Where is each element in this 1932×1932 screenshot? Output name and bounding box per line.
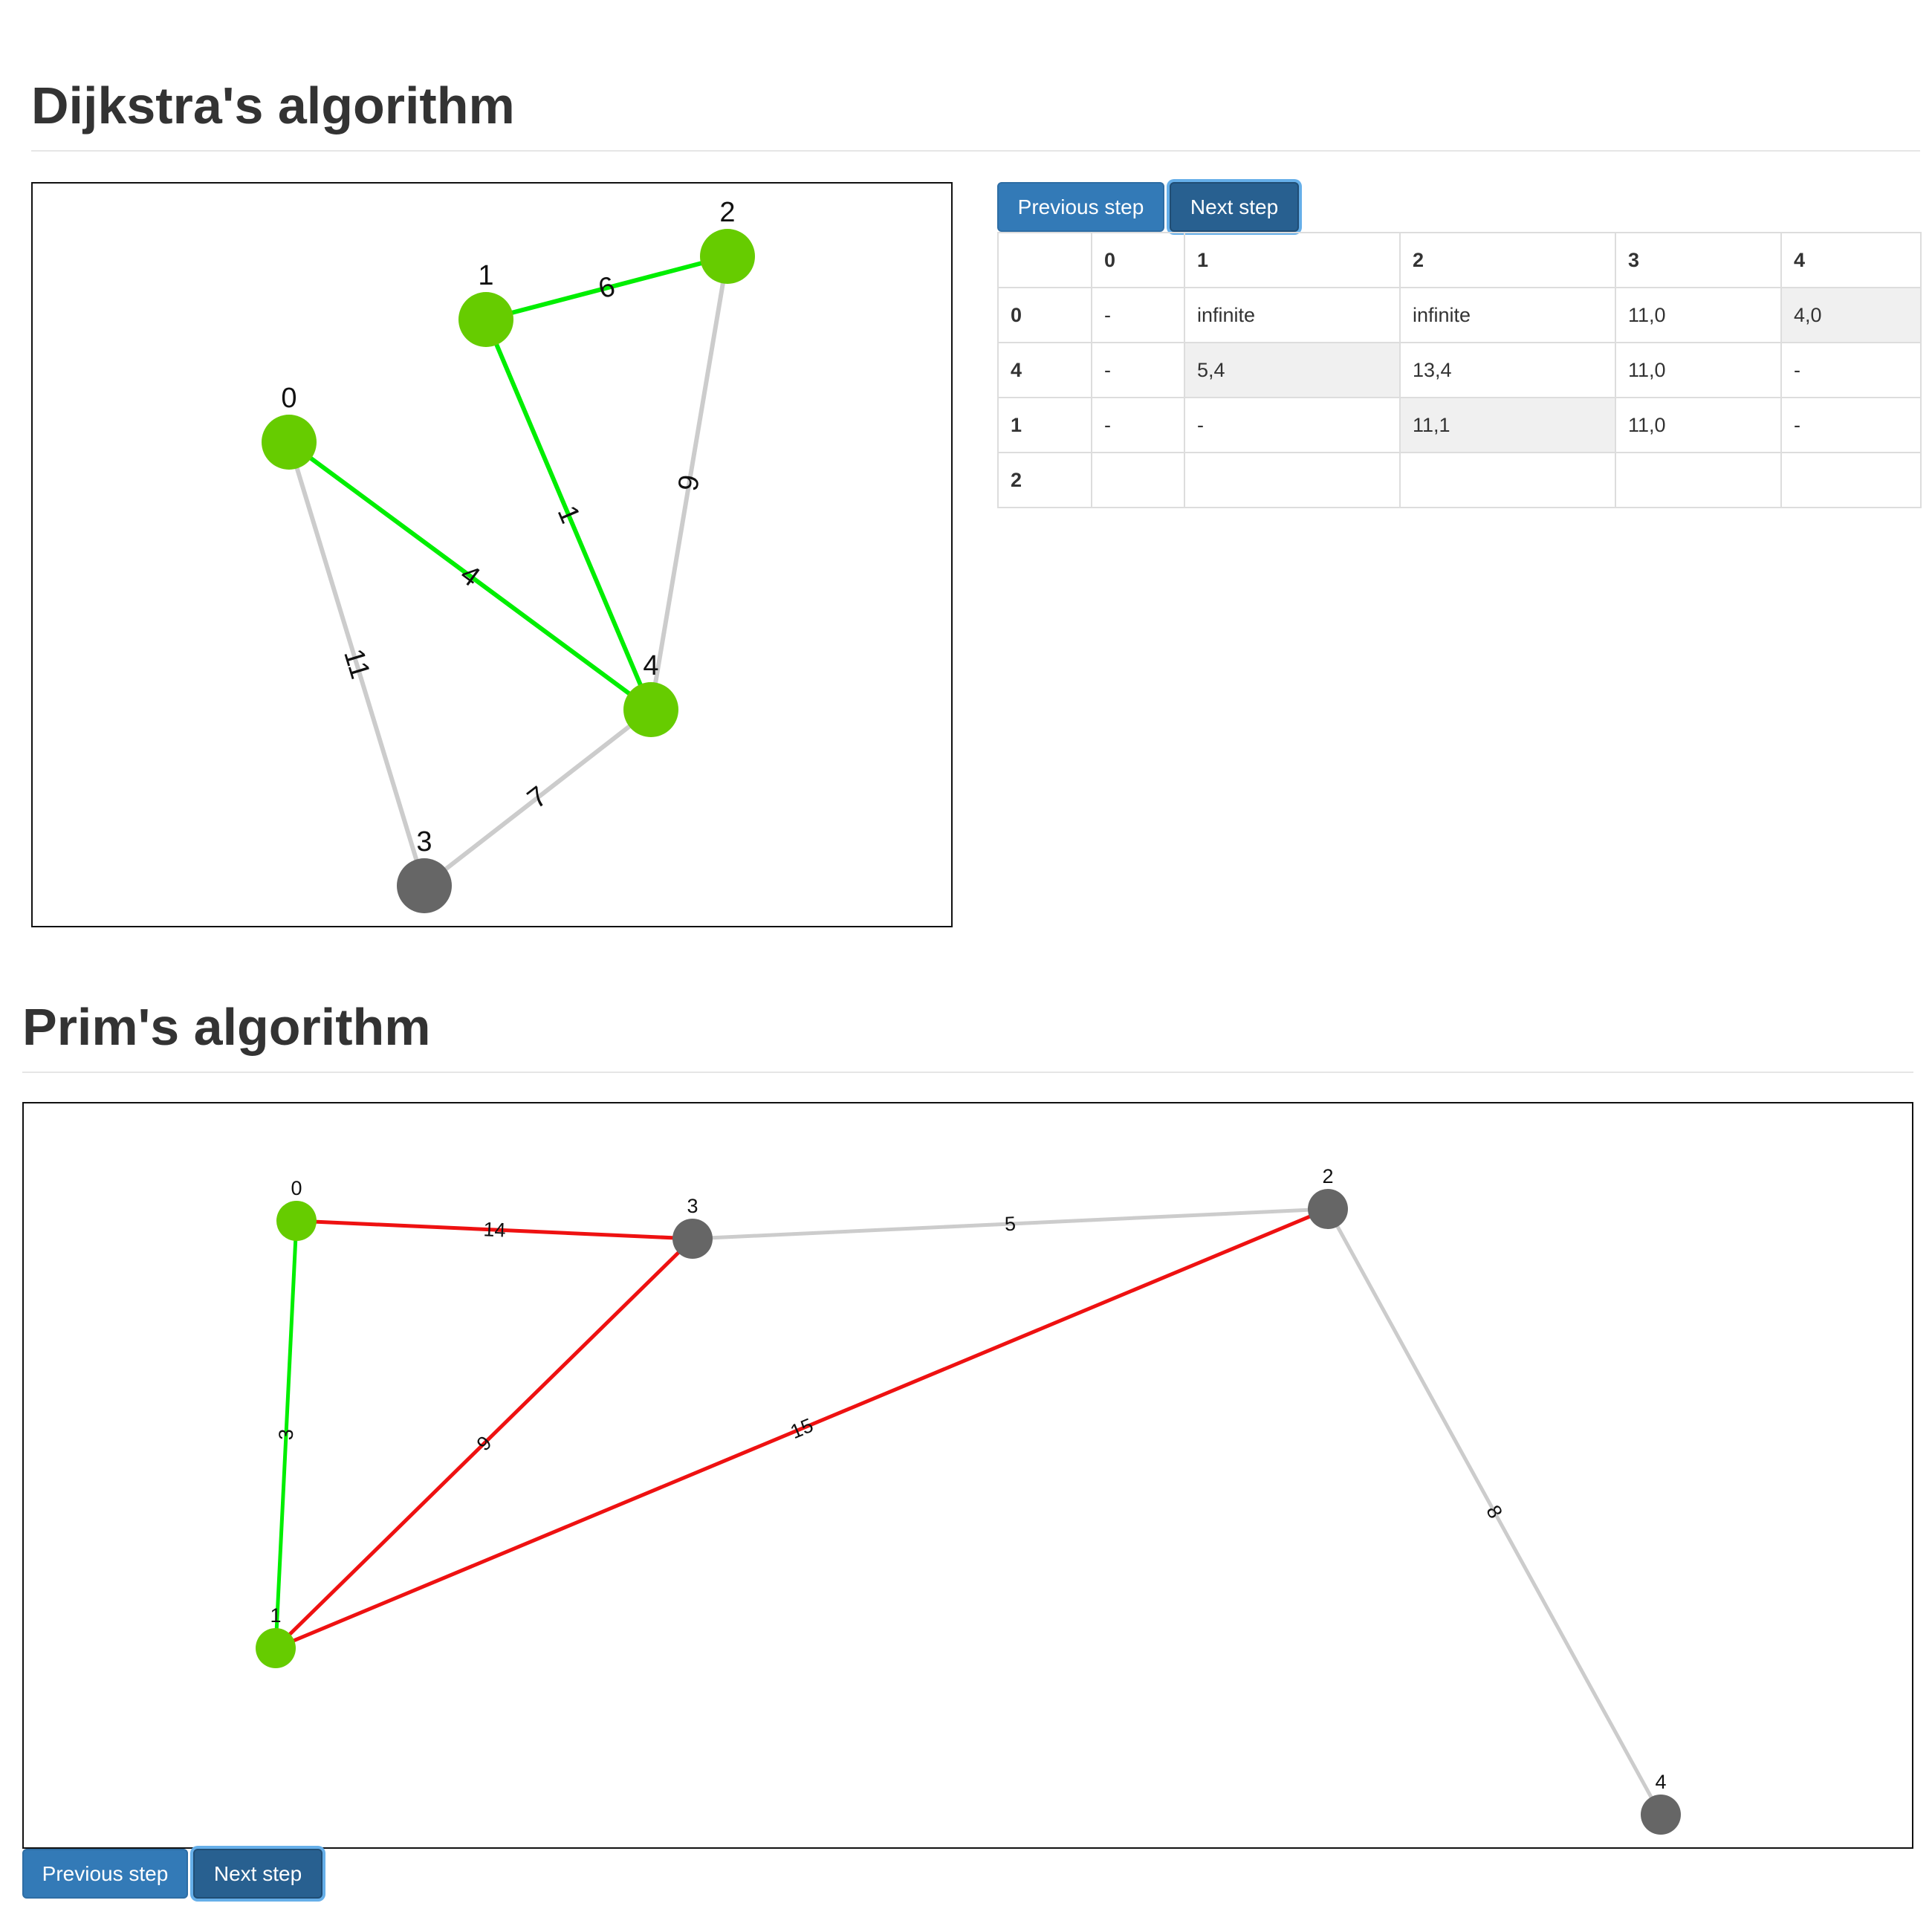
node-label: 0 — [281, 383, 296, 414]
edge-0-3 — [296, 1219, 693, 1241]
node-2[interactable] — [1308, 1189, 1348, 1229]
column-header: 3 — [1615, 232, 1782, 288]
table-cell: - — [1780, 397, 1922, 453]
table-cell: - — [1184, 397, 1401, 453]
prim-title-divider — [22, 1072, 1913, 1073]
edge-0-4 — [288, 440, 652, 712]
edge-weight-label: 6 — [595, 271, 618, 305]
table-cell: infinite — [1184, 287, 1401, 343]
table-cell: 13,4 — [1399, 342, 1616, 398]
edge-weight-label: 3 — [275, 1428, 298, 1440]
edge-weight-label: 15 — [787, 1414, 816, 1443]
table-row: 0 - infinite infinite 11,0 4,0 — [997, 287, 1922, 343]
table-cell: 4,0 — [1780, 287, 1922, 343]
table-cell: - — [1091, 397, 1185, 453]
table-cell — [1091, 452, 1185, 508]
node-3[interactable] — [397, 858, 452, 913]
column-header — [997, 232, 1092, 288]
prim-next-step-button[interactable]: Next step — [193, 1849, 322, 1899]
table-row: 2 — [997, 452, 1922, 508]
dijkstra-previous-step-button[interactable]: Previous step — [997, 182, 1164, 232]
table-header-row: 0 1 2 3 4 — [997, 232, 1922, 288]
table-cell: 5,4 — [1184, 342, 1401, 398]
edge-weight-label: 5 — [1004, 1213, 1016, 1236]
column-header: 0 — [1091, 232, 1185, 288]
node-label: 1 — [270, 1604, 281, 1627]
node-4[interactable] — [623, 682, 678, 737]
table-cell — [1184, 452, 1401, 508]
dijkstra-title: Dijkstra's algorithm — [31, 77, 515, 134]
edge-4-1 — [484, 318, 653, 711]
edge-0-1 — [273, 1220, 299, 1649]
node-0[interactable] — [262, 415, 317, 470]
table-cell: - — [1780, 342, 1922, 398]
table-cell: 11,1 — [1399, 397, 1616, 453]
node-4[interactable] — [1641, 1795, 1681, 1835]
node-2[interactable] — [700, 229, 755, 284]
dijkstra-graph-canvas[interactable]: 4 1 6 9 11 7 0 1 2 3 4 — [31, 182, 953, 927]
node-1[interactable] — [256, 1628, 296, 1668]
edge-3-4 — [423, 707, 652, 888]
row-header: 0 — [997, 287, 1092, 343]
dijkstra-graph-svg: 4 1 6 9 11 7 0 1 2 3 4 — [262, 197, 755, 913]
node-label: 1 — [478, 260, 493, 291]
edge-1-3 — [274, 1237, 694, 1650]
dijkstra-next-step-button[interactable]: Next step — [1170, 182, 1299, 232]
edge-1-2 — [275, 1207, 1329, 1650]
edge-2-4 — [649, 256, 730, 710]
dijkstra-distance-table: 0 1 2 3 4 0 - infinite infinite 11,0 4,0… — [997, 232, 1922, 508]
node-label: 2 — [719, 197, 735, 228]
edge-3-2 — [692, 1207, 1329, 1241]
node-label: 4 — [1655, 1771, 1666, 1793]
node-label: 3 — [416, 826, 432, 858]
edge-weight-label: 4 — [455, 559, 486, 593]
node-1[interactable] — [458, 292, 513, 347]
row-header: 2 — [997, 452, 1092, 508]
table-cell — [1399, 452, 1616, 508]
node-label: 2 — [1322, 1165, 1333, 1187]
dijkstra-title-divider — [31, 150, 1920, 152]
node-label: 0 — [291, 1177, 302, 1199]
column-header: 4 — [1780, 232, 1922, 288]
table-cell: - — [1091, 342, 1185, 398]
column-header: 2 — [1399, 232, 1616, 288]
node-label: 4 — [643, 650, 658, 681]
edge-weight-label: 1 — [551, 502, 586, 528]
node-0[interactable] — [276, 1201, 317, 1241]
edge-weight-label: 9 — [672, 473, 706, 493]
table-cell: - — [1091, 287, 1185, 343]
edge-weight-label: 7 — [522, 780, 553, 814]
edge-0-3 — [287, 441, 427, 886]
table-cell: infinite — [1399, 287, 1616, 343]
table-row: 1 - - 11,1 11,0 - — [997, 397, 1922, 453]
table-cell: 11,0 — [1615, 287, 1782, 343]
node-3[interactable] — [672, 1219, 713, 1259]
table-cell — [1615, 452, 1782, 508]
node-label: 3 — [687, 1195, 698, 1217]
row-header: 1 — [997, 397, 1092, 453]
edge-weight-label: 14 — [483, 1218, 506, 1241]
table-cell: 11,0 — [1615, 342, 1782, 398]
row-header: 4 — [997, 342, 1092, 398]
table-cell — [1780, 452, 1922, 508]
edge-weight-label: 8 — [1482, 1502, 1507, 1523]
table-cell: 11,0 — [1615, 397, 1782, 453]
prim-title: Prim's algorithm — [22, 998, 431, 1056]
edge-weight-label: 11 — [337, 645, 376, 682]
edge-2-4 — [1326, 1208, 1663, 1816]
column-header: 1 — [1184, 232, 1401, 288]
edge-1-2 — [485, 254, 728, 322]
table-row: 4 - 5,4 13,4 11,0 - — [997, 342, 1922, 398]
prim-previous-step-button[interactable]: Previous step — [22, 1849, 188, 1899]
